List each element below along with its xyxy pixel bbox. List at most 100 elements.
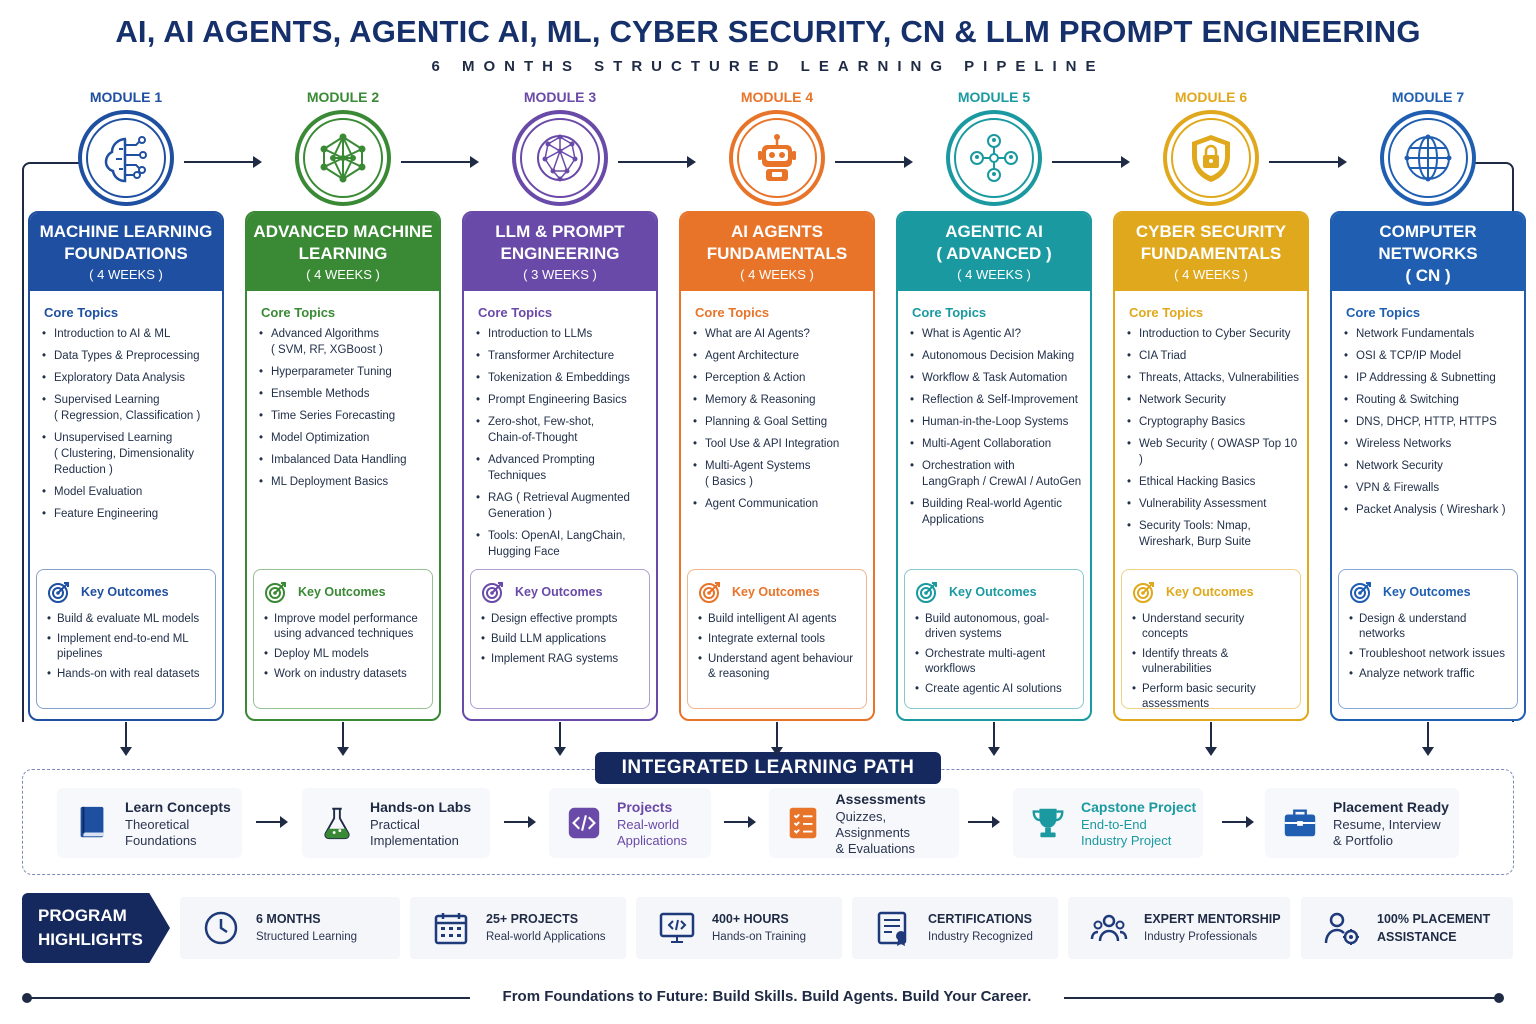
topic-item: Web Security ( OWASP Top 10 ) bbox=[1127, 436, 1299, 468]
core-topics-list: Introduction to Cyber SecurityCIA TriadT… bbox=[1115, 326, 1307, 550]
module-arrow-3 bbox=[618, 156, 696, 168]
module-title-line1: COMPUTER NETWORKS bbox=[1378, 222, 1478, 263]
path-step-desc-line1: Quizzes, Assignments bbox=[835, 808, 910, 840]
llm-network-icon bbox=[537, 134, 583, 182]
module-duration: ( 4 WEEKS ) bbox=[740, 267, 814, 282]
topic-item: DNS, DHCP, HTTP, HTTPS bbox=[1344, 414, 1516, 430]
topic-item: Model Optimization bbox=[259, 430, 431, 446]
module-4-icon-circle bbox=[729, 110, 825, 206]
core-topics-list: Network FundamentalsOSI & TCP/IP ModelIP… bbox=[1332, 326, 1524, 518]
topic-item: Memory & Reasoning bbox=[693, 392, 865, 408]
core-topics-list: Introduction to AI & MLData Types & Prep… bbox=[30, 326, 222, 522]
core-topics-heading: Core Topics bbox=[912, 305, 987, 320]
outcome-item: Improve model performance using advanced… bbox=[264, 612, 424, 642]
module-duration: ( 4 WEEKS ) bbox=[89, 267, 163, 282]
topic-item: Data Types & Preprocessing bbox=[42, 348, 214, 364]
outcomes-list: Build autonomous, goal-driven systemsOrc… bbox=[915, 612, 1075, 697]
module-6-icon-circle bbox=[1163, 110, 1259, 206]
outcome-item: Create agentic AI solutions bbox=[915, 682, 1075, 697]
path-step-desc-line1: Theoretical bbox=[125, 816, 190, 832]
core-topics-heading: Core Topics bbox=[1129, 305, 1204, 320]
outcome-item: Orchestrate multi-agent workflows bbox=[915, 647, 1075, 677]
topic-item: Ensemble Methods bbox=[259, 386, 431, 402]
module-title-line1: CYBER SECURITY bbox=[1135, 222, 1287, 241]
core-topics-list: What is Agentic AI?Autonomous Decision M… bbox=[898, 326, 1090, 528]
shield-lock-icon bbox=[1192, 135, 1230, 182]
module-arrow-4 bbox=[835, 156, 913, 168]
path-step-desc-line2: Implementation bbox=[370, 832, 459, 848]
path-arrow-1 bbox=[256, 816, 288, 828]
key-outcomes-heading: Key Outcomes bbox=[81, 585, 169, 599]
robot-icon bbox=[758, 134, 796, 181]
topic-item: Routing & Switching bbox=[1344, 392, 1516, 408]
module-duration: ( 4 WEEKS ) bbox=[957, 267, 1031, 282]
module-3-down-arrow bbox=[554, 722, 566, 756]
module-5-header: AGENTIC AI( ADVANCED )( 4 WEEKS ) bbox=[898, 213, 1090, 291]
module-6-label: MODULE 6 bbox=[1174, 89, 1248, 105]
topic-item: VPN & Firewalls bbox=[1344, 480, 1516, 496]
certificate-icon bbox=[874, 909, 912, 947]
key-outcomes-heading: Key Outcomes bbox=[515, 585, 603, 599]
path-arrow-2 bbox=[504, 816, 536, 828]
module-6-down-arrow bbox=[1205, 722, 1217, 756]
module-7-outcomes: Key OutcomesDesign & understand networks… bbox=[1338, 569, 1518, 709]
outcome-item: Deploy ML models bbox=[264, 647, 424, 662]
topic-item: ML Deployment Basics bbox=[259, 474, 431, 490]
module-5-label: MODULE 5 bbox=[957, 89, 1031, 105]
target-icon bbox=[699, 582, 720, 603]
module-duration: ( 3 WEEKS ) bbox=[523, 267, 597, 282]
module-6-outcomes: Key OutcomesUnderstand security concepts… bbox=[1121, 569, 1301, 712]
module-arrow-6 bbox=[1269, 156, 1347, 168]
target-icon bbox=[48, 582, 69, 603]
module-duration: ( 4 WEEKS ) bbox=[1174, 267, 1248, 282]
module-2-icon-circle bbox=[295, 110, 391, 206]
key-outcomes-heading: Key Outcomes bbox=[1383, 585, 1471, 599]
core-topics-heading: Core Topics bbox=[478, 305, 553, 320]
key-outcomes-heading: Key Outcomes bbox=[949, 585, 1037, 599]
topic-item: Advanced Prompting Techniques bbox=[476, 452, 648, 484]
topic-item: Multi-Agent Collaboration bbox=[910, 436, 1082, 452]
module-2-label: MODULE 2 bbox=[306, 89, 380, 105]
highlight-desc: Industry Recognized bbox=[928, 931, 1033, 943]
topic-item: Ethical Hacking Basics bbox=[1127, 474, 1299, 490]
target-icon bbox=[916, 582, 937, 603]
module-title-line1: AI AGENTS bbox=[731, 222, 823, 241]
monitor-code-icon bbox=[658, 909, 696, 947]
highlight-title: 6 MONTHS bbox=[256, 912, 321, 926]
module-5-down-arrow bbox=[988, 722, 1000, 756]
topic-item: Advanced Algorithms ( SVM, RF, XGBoost ) bbox=[259, 326, 431, 358]
module-title-line2: ENGINEERING bbox=[500, 244, 620, 263]
topic-item: Perception & Action bbox=[693, 370, 865, 386]
topic-item: Orchestration with LangGraph / CrewAI / … bbox=[910, 458, 1082, 490]
topic-item: Supervised Learning ( Regression, Classi… bbox=[42, 392, 214, 424]
outcome-item: Build LLM applications bbox=[481, 632, 641, 647]
topic-item: Planning & Goal Setting bbox=[693, 414, 865, 430]
module-title-line2: LEARNING bbox=[298, 244, 388, 263]
path-step-desc-line1: Real-world bbox=[617, 816, 680, 832]
page-subtitle: 6 MONTHS STRUCTURED LEARNING PIPELINE bbox=[431, 58, 1105, 75]
outcome-item: Integrate external tools bbox=[698, 632, 858, 647]
checklist-icon bbox=[783, 802, 824, 844]
footer-line-left bbox=[26, 997, 470, 999]
outcomes-list: Design & understand networksTroubleshoot… bbox=[1349, 612, 1509, 682]
outcomes-header: Key Outcomes bbox=[264, 580, 424, 604]
topic-item: Introduction to Cyber Security bbox=[1127, 326, 1299, 342]
topic-item: Tokenization & Embeddings bbox=[476, 370, 648, 386]
outcome-item: Design & understand networks bbox=[1349, 612, 1509, 642]
team-icon bbox=[1090, 909, 1128, 947]
topic-item: Network Security bbox=[1127, 392, 1299, 408]
outcome-item: Perform basic security assessments bbox=[1132, 682, 1292, 712]
module-1-down-arrow bbox=[120, 722, 132, 756]
